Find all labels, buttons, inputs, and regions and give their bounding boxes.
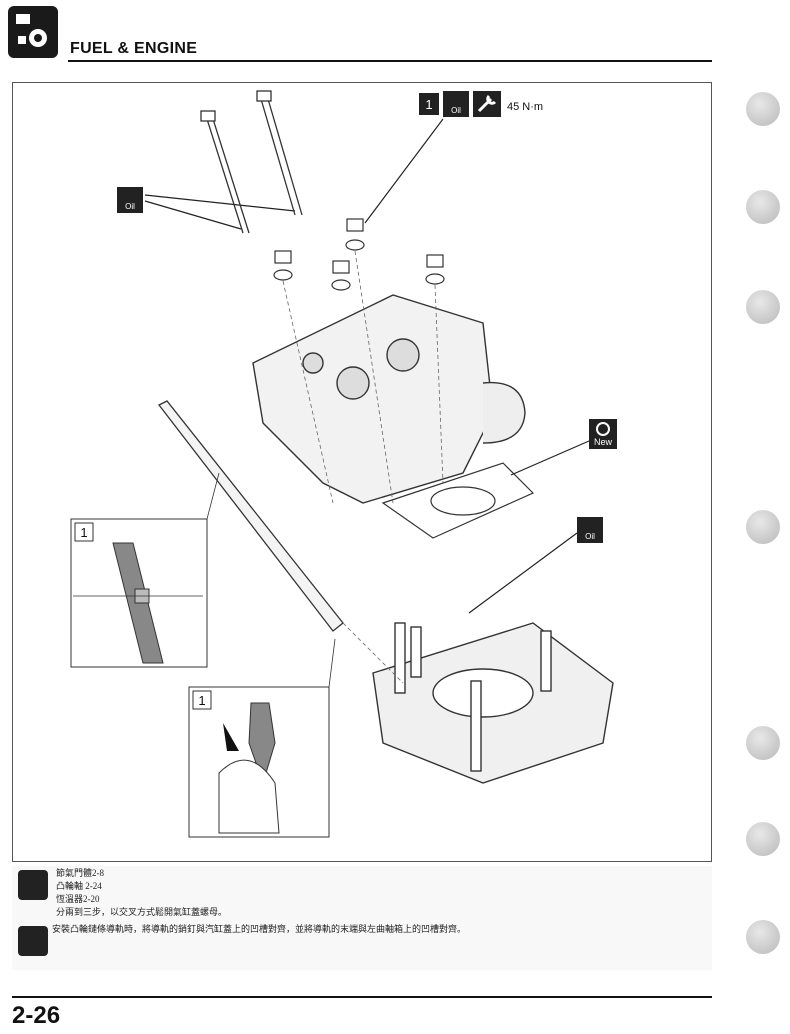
cylinder-head-gasket <box>381 462 535 539</box>
torque-value: 45 N·m <box>507 101 543 113</box>
installation-icon <box>18 926 48 956</box>
oil-icon <box>117 187 143 213</box>
footer-rule <box>12 996 712 998</box>
section-tab[interactable] <box>746 510 780 544</box>
section-tab[interactable] <box>746 190 780 224</box>
detail-number: 1 <box>198 693 205 708</box>
new-part-callout: New <box>589 419 617 449</box>
reference-line: 恆溫器2-20 <box>56 894 100 904</box>
header-rule <box>68 60 712 62</box>
page-number: 2-26 <box>12 1002 61 1029</box>
section-tab[interactable] <box>746 822 780 856</box>
reference-line: 節氣門體2-8 <box>56 868 104 878</box>
arrow-down-icon <box>223 723 239 751</box>
oil-icon <box>577 517 603 543</box>
bolt-oil-callout: Oil <box>117 187 143 213</box>
oil-label: Oil <box>585 532 595 541</box>
cylinder-block <box>372 622 614 784</box>
reference-line: 凸輪軸 2-24 <box>56 881 102 891</box>
oil-label: Oil <box>451 106 461 115</box>
detail-view-2: 1 <box>188 686 330 838</box>
instruction-line: 分兩到三步，以交叉方式鬆開氣缸蓋螺母。 <box>56 907 228 917</box>
callout-number: 1 <box>425 97 432 112</box>
instruction-line: 安裝凸輪鏈條導軌時，將導軌的銷釘與汽缸蓋上的凹槽對齊，並將導軌的末端與左曲軸箱上… <box>52 924 467 934</box>
section-tab[interactable] <box>746 92 780 126</box>
new-label: New <box>594 437 613 447</box>
reference-icon <box>18 870 48 900</box>
nuts-and-washers <box>273 218 445 291</box>
notes-section: 節氣門體2-8 凸輪軸 2-24 恆溫器2-20 分兩到三步，以交叉方式鬆開氣缸… <box>12 866 712 970</box>
cylinder-head <box>252 294 526 504</box>
section-icon <box>8 6 58 58</box>
oil-icon <box>443 91 469 117</box>
section-tab[interactable] <box>746 920 780 954</box>
cylinder-head-bolts <box>200 90 303 234</box>
section-tab[interactable] <box>746 290 780 324</box>
section-title: FUEL & ENGINE <box>70 40 198 57</box>
section-tab[interactable] <box>746 726 780 760</box>
detail-number: 1 <box>80 525 87 540</box>
exploded-view-diagram: 1 Oil 45 N·m Oil <box>12 82 712 862</box>
dowel-oil-callout: Oil <box>577 517 603 543</box>
torque-callout: 1 Oil 45 N·m <box>419 91 543 117</box>
oil-label: Oil <box>125 202 135 211</box>
detail-view-1: 1 <box>70 518 208 668</box>
